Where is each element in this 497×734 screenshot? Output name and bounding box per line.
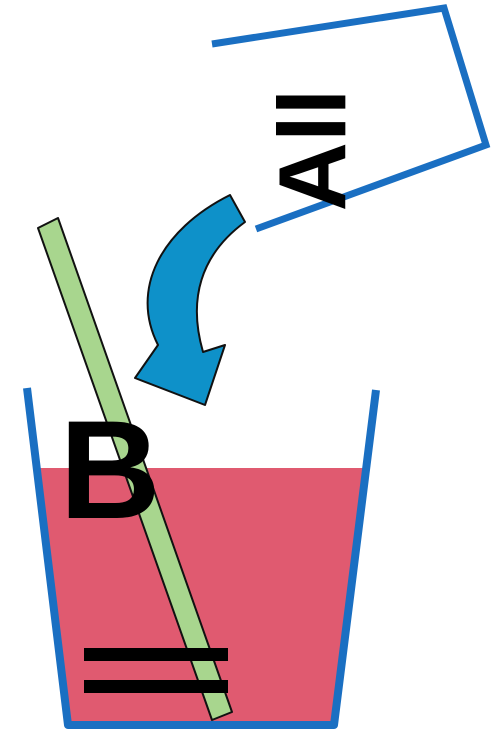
glass-label: B — [59, 391, 160, 548]
packet-label: All — [259, 89, 366, 212]
glass-outline — [23, 387, 380, 729]
bar-mark-top — [84, 648, 228, 661]
straw — [37, 217, 233, 721]
bar-mark-bottom — [84, 680, 228, 693]
packet-outline — [211, 4, 491, 233]
pour-arrow — [134, 194, 246, 406]
